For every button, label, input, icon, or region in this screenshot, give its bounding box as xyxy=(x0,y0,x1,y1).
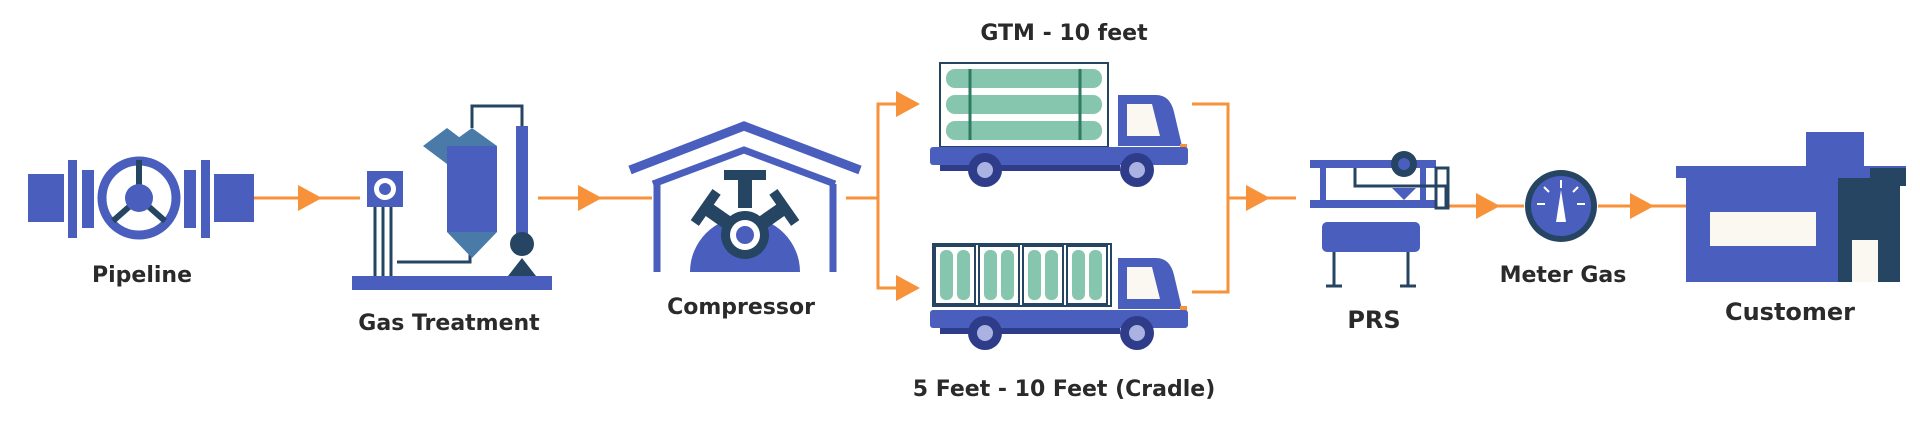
gtm-truck-label: GTM - 10 feet xyxy=(980,21,1148,46)
gas-meter-icon xyxy=(1525,170,1597,242)
connector-trucks-prs xyxy=(1192,102,1296,294)
connector-compressor-trucks xyxy=(846,102,905,290)
customer-building-icon xyxy=(1676,132,1906,282)
compressor-icon xyxy=(628,121,862,272)
customer-label: Customer xyxy=(1725,298,1855,326)
gtm-truck-icon xyxy=(930,62,1188,187)
arrow-head xyxy=(298,185,322,211)
arrow-head xyxy=(896,275,920,301)
meter-gas-label: Meter Gas xyxy=(1500,263,1627,288)
arrow-head xyxy=(1246,185,1270,211)
gas-treatment-icon xyxy=(352,104,552,290)
cradle-truck-label: 5 Feet - 10 Feet (Cradle) xyxy=(913,377,1216,402)
prs-station-icon xyxy=(1310,151,1450,288)
pipeline-valve-icon xyxy=(28,156,254,240)
gas-treatment-label: Gas Treatment xyxy=(358,311,540,336)
arrow-head xyxy=(896,91,920,117)
compressor-label: Compressor xyxy=(667,295,815,320)
cradle-truck-icon xyxy=(930,243,1188,350)
flow-arrows xyxy=(298,91,1654,301)
pipeline-label: Pipeline xyxy=(92,263,192,288)
arrow-head xyxy=(1630,193,1654,219)
arrow-head xyxy=(1476,193,1500,219)
arrow-head xyxy=(578,185,602,211)
prs-label: PRS xyxy=(1347,306,1400,334)
